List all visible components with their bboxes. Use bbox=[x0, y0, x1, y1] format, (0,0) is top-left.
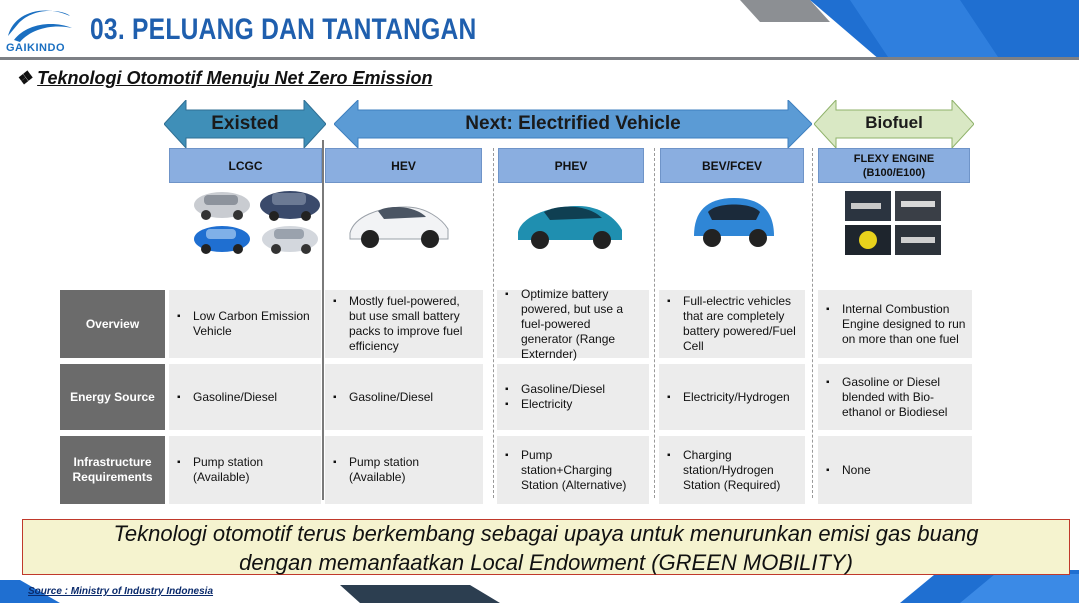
hev-car-image bbox=[349, 206, 449, 248]
green-mobility-note: Teknologi otomotif terus berkembang seba… bbox=[113, 521, 979, 575]
cell-energy-flexy: Gasoline or Diesel blended with Bio-etha… bbox=[818, 364, 972, 430]
gaikindo-logo bbox=[4, 2, 76, 58]
arrow-biofuel bbox=[814, 100, 974, 148]
list-item: Gasoline/Diesel bbox=[177, 390, 277, 405]
biofuel-pumps-image bbox=[845, 191, 941, 255]
list-item: Electricity/Hydrogen bbox=[667, 390, 790, 405]
cell-infra-flexy: None bbox=[818, 436, 972, 504]
subtitle-text: Teknologi Otomotif Menuju Net Zero Emiss… bbox=[37, 68, 433, 88]
list-item: Mostly fuel-powered, but use small batte… bbox=[333, 294, 477, 354]
car-swoosh-icon bbox=[8, 10, 72, 42]
column-header-hev: HEV bbox=[325, 148, 482, 183]
cell-infra-lcgc: Pump station (Available) bbox=[169, 436, 321, 504]
subtitle: ❖ Teknologi Otomotif Menuju Net Zero Emi… bbox=[16, 68, 433, 89]
arrow-existed bbox=[164, 100, 326, 148]
cell-energy-lcgc: Gasoline/Diesel bbox=[169, 364, 321, 430]
existed-divider bbox=[322, 140, 324, 500]
cell-overview-bev: Full-electric vehicles that are complete… bbox=[659, 290, 805, 358]
diamond-bullet-icon: ❖ bbox=[16, 68, 33, 88]
list-item: Low Carbon Emission Vehicle bbox=[177, 309, 315, 339]
column-header-flexy-engine: FLEXY ENGINE (B100/E100) bbox=[818, 148, 970, 183]
cell-overview-flexy: Internal Combustion Engine designed to r… bbox=[818, 290, 972, 358]
logo-text: GAIKINDO bbox=[6, 42, 65, 54]
list-item: None bbox=[826, 463, 871, 478]
header-divider bbox=[0, 57, 1079, 60]
cell-infra-phev: Pump station+Charging Station (Alternati… bbox=[497, 436, 649, 504]
row-label-infrastructure: Infrastructure Requirements bbox=[60, 436, 165, 504]
column-divider bbox=[493, 148, 495, 498]
arrow-next-label: Next: Electrified Vehicle bbox=[465, 113, 681, 134]
cell-infra-hev: Pump station (Available) bbox=[325, 436, 483, 504]
list-item: Electricity bbox=[505, 397, 605, 412]
column-header-phev: PHEV bbox=[498, 148, 644, 183]
row-label-overview: Overview bbox=[60, 290, 165, 358]
green-mobility-note-box bbox=[22, 519, 1070, 575]
list-item: Gasoline or Diesel blended with Bio-etha… bbox=[826, 375, 966, 420]
lcgc-cars-image bbox=[194, 191, 320, 254]
cell-overview-phev: Optimize battery powered, but use a fuel… bbox=[497, 287, 649, 361]
list-item: Pump station (Available) bbox=[177, 455, 315, 485]
column-divider bbox=[654, 148, 656, 498]
list-item: Full-electric vehicles that are complete… bbox=[667, 294, 799, 354]
list-item: Pump station (Available) bbox=[333, 455, 477, 485]
cell-overview-hev: Mostly fuel-powered, but use small batte… bbox=[325, 290, 483, 358]
list-item: Gasoline/Diesel bbox=[505, 382, 605, 397]
phev-car-image bbox=[518, 206, 622, 249]
cell-overview-lcgc: Low Carbon Emission Vehicle bbox=[169, 290, 321, 358]
cell-energy-phev: Gasoline/Diesel Electricity bbox=[497, 364, 649, 430]
bev-car-image bbox=[694, 198, 774, 247]
footer-decoration-left bbox=[0, 580, 500, 603]
arrow-biofuel-label: Biofuel bbox=[865, 113, 923, 132]
row-label-energy-source: Energy Source bbox=[60, 364, 165, 430]
cell-energy-hev: Gasoline/Diesel bbox=[325, 364, 483, 430]
column-header-lcgc: LCGC bbox=[169, 148, 322, 183]
cell-energy-bev: Electricity/Hydrogen bbox=[659, 364, 805, 430]
list-item: Optimize battery powered, but use a fuel… bbox=[505, 287, 643, 362]
arrow-next-electrified bbox=[334, 100, 812, 148]
list-item: Pump station+Charging Station (Alternati… bbox=[505, 448, 643, 493]
page-title: 03. PELUANG DAN TANTANGAN bbox=[90, 13, 477, 46]
footer-decoration-right bbox=[900, 570, 1079, 603]
column-divider bbox=[812, 148, 814, 498]
header-decoration bbox=[740, 0, 1079, 60]
list-item: Gasoline/Diesel bbox=[333, 390, 433, 405]
cell-infra-bev: Charging station/Hydrogen Station (Requi… bbox=[659, 436, 805, 504]
arrow-existed-label: Existed bbox=[211, 113, 279, 134]
list-item: Charging station/Hydrogen Station (Requi… bbox=[667, 448, 799, 493]
source-citation: Source : Ministry of Industry Indonesia bbox=[28, 586, 214, 597]
list-item: Internal Combustion Engine designed to r… bbox=[826, 302, 966, 347]
column-header-bev-fcev: BEV/FCEV bbox=[660, 148, 804, 183]
